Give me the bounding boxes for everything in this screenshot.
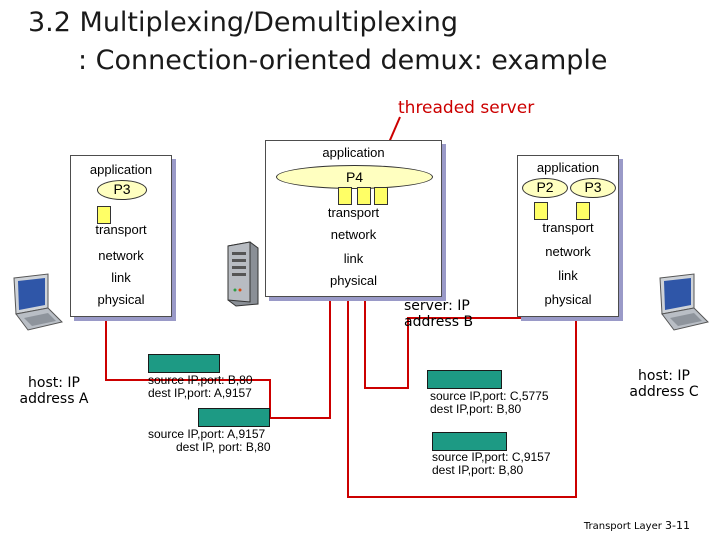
socket-port [338,187,352,205]
layer-application: application [322,145,385,160]
layer-link: link [343,251,364,266]
layer-transport: transport [327,205,380,220]
footer-text: Transport Layer [583,521,662,532]
layer-physical: physical [544,292,592,307]
socket-port [357,187,371,205]
socket-port [576,202,590,220]
socket-port [534,202,548,220]
packet-a-to-b-header: source IP,port: A,9157 dest IP, port: B,… [148,427,271,454]
socket-port [97,206,111,224]
slide-title-line2: : Connection-oriented demux: example [78,45,608,76]
server-b-label: server: IP address B [404,298,474,330]
packet-b-to-a-header: source IP,port: B,80 dest IP,port: A,915… [148,373,253,400]
packet-c5775-to-b [427,370,502,389]
protocol-stack-host-c: application P2 P3 transport network link… [517,155,619,317]
layer-physical: physical [97,292,145,307]
packet-a-to-b [198,408,270,427]
process-p3-host-a: P3 [97,180,147,200]
process-p3-host-c: P3 [570,178,616,198]
packet-c9157-to-b [432,432,507,451]
layer-network: network [330,227,377,242]
packet-b-to-a [148,354,220,373]
layer-link: link [558,268,578,283]
layer-network: network [545,244,591,259]
process-p2-host-c: P2 [522,178,568,198]
slide-footer: Transport Layer 3-11 [584,519,690,532]
packet-c9157-to-b-header: source IP,port: C,9157 dest IP,port: B,8… [432,450,551,477]
layer-transport: transport [542,220,594,235]
protocol-stack-host-a: application P3 transport network link ph… [70,155,172,317]
layer-physical: physical [330,273,377,288]
laptop-icon [659,273,709,331]
threaded-server-label: threaded server [398,98,535,118]
host-a-label: host: IP address A [19,375,89,407]
socket-port [374,187,388,205]
layer-network: network [98,248,144,263]
process-p4-server: P4 [276,165,433,189]
protocol-stack-server-b: application P4 transport network link ph… [265,140,442,297]
host-c-label: host: IP address C [629,368,699,400]
laptop-icon [13,273,63,331]
page-number: 3-11 [665,519,690,532]
layer-transport: transport [95,222,147,237]
packet-c5775-to-b-header: source IP,port: C,5775 dest IP,port: B,8… [430,389,549,416]
server-icon [227,241,259,307]
slide-title-line1: 3.2 Multiplexing/Demultiplexing [28,7,459,38]
layer-application: application [536,160,600,175]
layer-link: link [111,270,131,285]
layer-application: application [89,162,153,177]
